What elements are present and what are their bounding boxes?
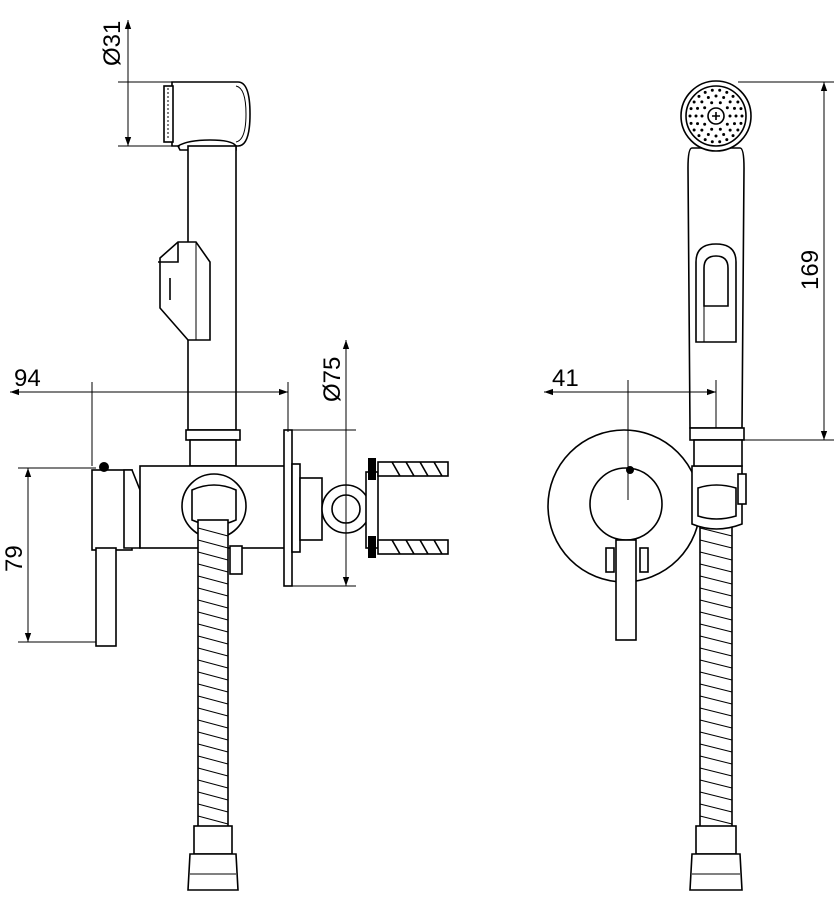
nozzle-dot <box>710 88 714 92</box>
nozzle-dot <box>718 140 722 144</box>
nozzle-dot <box>700 114 704 118</box>
nozzle-dot <box>706 132 710 136</box>
nozzle-dot <box>722 96 726 100</box>
nozzle-dot <box>731 94 735 98</box>
valve-front <box>589 466 663 641</box>
nozzle-dot <box>728 100 732 104</box>
nozzle-dot <box>689 121 693 125</box>
nozzle-dot <box>697 94 701 98</box>
side-view: Ø31 94 Ø75 79 <box>1 20 449 891</box>
nozzle-dot <box>696 122 700 126</box>
anchor-top <box>368 458 449 480</box>
nozzle-dot <box>722 132 726 136</box>
nozzle-dot <box>706 96 710 100</box>
dim-outlet-height-label: 79 <box>1 545 28 572</box>
dim-wall-plate-diameter-label: Ø75 <box>319 357 346 402</box>
nozzle-dot <box>718 127 722 131</box>
nozzle-dot <box>736 100 740 104</box>
nozzle-dot <box>703 106 707 110</box>
dim-hand-shower-diameter-label: Ø31 <box>99 21 126 66</box>
nozzle-dot <box>739 107 743 111</box>
nozzle-dot <box>714 134 718 138</box>
handle-body-side <box>158 145 241 467</box>
nozzle-dot <box>718 101 722 105</box>
nozzle-dot <box>725 122 729 126</box>
nozzle-dot <box>692 100 696 104</box>
spray-face <box>680 80 752 152</box>
dim-spray-offset: 41 <box>544 365 717 500</box>
dim-wall-plate-diameter: Ø75 <box>292 340 356 587</box>
nozzle-dot <box>697 134 701 138</box>
nozzle-dot <box>689 107 693 111</box>
nozzle-dot <box>710 127 714 131</box>
nozzle-dot <box>731 134 735 138</box>
nozzle-dot <box>710 101 714 105</box>
hose-side <box>187 519 239 891</box>
holder-front <box>691 465 747 530</box>
front-view: 41 169 <box>544 80 834 891</box>
nozzle-dot <box>740 114 744 118</box>
nozzle-dot <box>703 138 707 142</box>
dim-hand-shower-diameter: Ø31 <box>99 20 180 147</box>
nozzle-dot <box>710 140 714 144</box>
nozzle-dot <box>714 94 718 98</box>
nozzle-dot <box>718 88 722 92</box>
nozzle-dot <box>703 90 707 94</box>
nozzle-dot <box>703 122 707 126</box>
nozzle-dot <box>694 114 698 118</box>
handle-body-front <box>687 147 745 467</box>
dim-projection-label: 94 <box>14 365 41 392</box>
nozzle-dot <box>728 128 732 132</box>
nozzle-dot <box>725 90 729 94</box>
spray-head-side <box>163 81 251 151</box>
nozzle-dot <box>736 128 740 132</box>
dim-projection: 94 <box>10 365 289 466</box>
wall-plate-side <box>283 429 449 587</box>
dim-spray-offset-label: 41 <box>552 365 579 392</box>
nozzle-dot <box>688 114 692 118</box>
nozzle-dot <box>700 100 704 104</box>
anchor-bottom <box>368 536 449 558</box>
nozzle-dot <box>732 106 736 110</box>
nozzle-dot <box>725 106 729 110</box>
nozzle-dot <box>739 121 743 125</box>
nozzle-dot <box>696 106 700 110</box>
dim-shower-length-label: 169 <box>797 250 824 290</box>
nozzle-dot <box>725 138 729 142</box>
hose-front <box>689 519 743 891</box>
nozzle-dot <box>700 128 704 132</box>
nozzle-dot <box>732 122 736 126</box>
nozzle-dot <box>692 128 696 132</box>
nozzle-dot <box>734 114 738 118</box>
dim-outlet-height: 79 <box>1 467 96 643</box>
nozzle-dot <box>728 114 732 118</box>
dim-shower-length: 169 <box>738 81 834 441</box>
valve-side <box>91 462 291 647</box>
